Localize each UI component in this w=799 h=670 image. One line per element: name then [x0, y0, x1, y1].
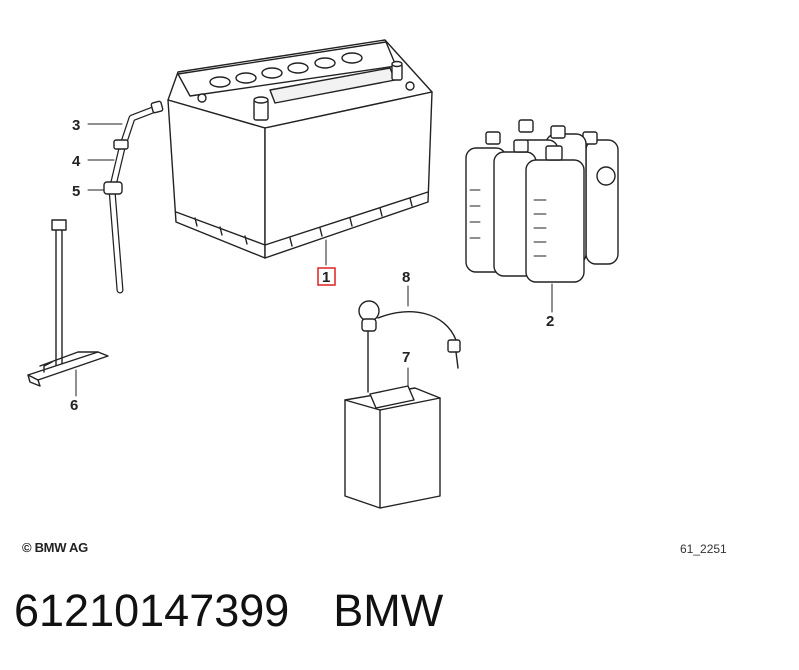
- copyright-notice: © BMW AG: [22, 540, 88, 555]
- battery[interactable]: [167, 39, 433, 259]
- callout-6[interactable]: 6: [70, 397, 78, 414]
- vent-hose[interactable]: [103, 100, 164, 294]
- hold-down-clamp[interactable]: [27, 219, 109, 387]
- callout-5[interactable]: 5: [72, 183, 80, 200]
- acid-bottles[interactable]: [465, 119, 619, 283]
- callout-1[interactable]: 1: [322, 269, 330, 286]
- diagram-code: 61_2251: [680, 542, 727, 556]
- hydrometer[interactable]: [358, 300, 461, 393]
- callout-4[interactable]: 4: [72, 153, 81, 170]
- part-number: 61210147399: [14, 585, 290, 636]
- water-canister[interactable]: [344, 385, 441, 509]
- callout-1-highlight: [317, 267, 336, 286]
- callout-2[interactable]: 2: [546, 313, 554, 330]
- brand-name: BMW: [333, 585, 444, 636]
- callout-3[interactable]: 3: [72, 117, 80, 134]
- callout-7[interactable]: 7: [402, 349, 410, 366]
- leader-lines: [75, 123, 553, 397]
- part-caption: 61210147399 BMW: [14, 585, 443, 637]
- parts-diagram: 1 2 3 4 5 6 7 8: [27, 39, 619, 509]
- callout-8[interactable]: 8: [402, 269, 410, 286]
